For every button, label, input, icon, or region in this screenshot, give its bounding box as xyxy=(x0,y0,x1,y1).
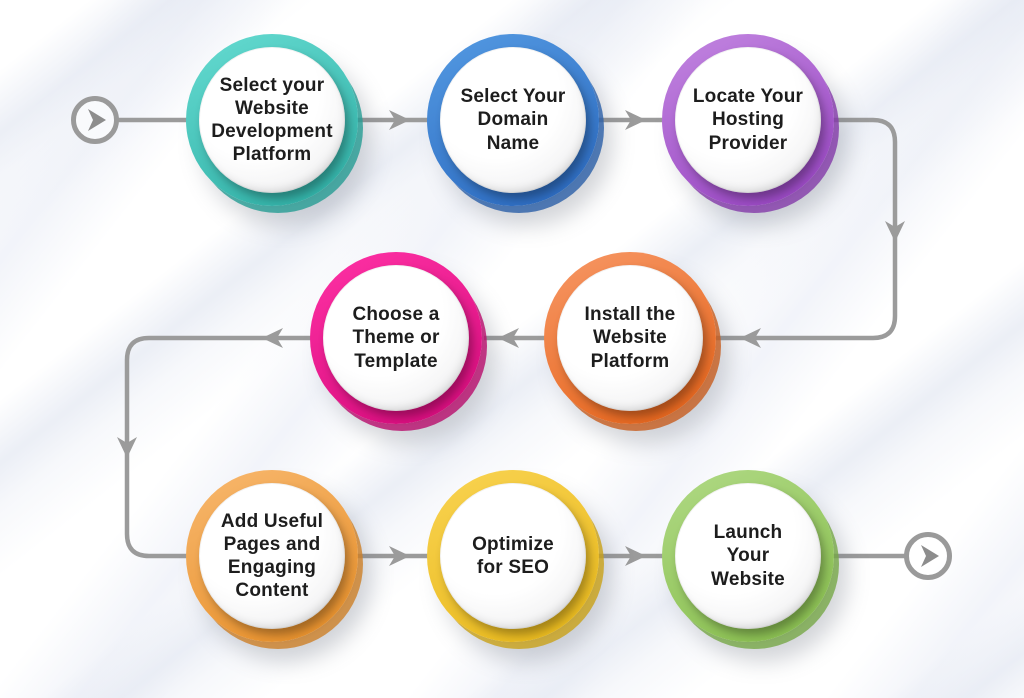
step-3-locate-hosting: Locate Your Hosting Provider xyxy=(662,34,834,206)
start-terminal xyxy=(71,96,119,144)
step-2-select-domain: Select Your Domain Name xyxy=(427,34,599,206)
step-circle: Add Useful Pages and Engaging Content xyxy=(199,483,345,629)
step-circle: Install the Website Platform xyxy=(557,265,703,411)
arrowhead-right-icon xyxy=(389,546,410,566)
step-label: Optimize for SEO xyxy=(472,533,554,578)
step-circle: Launch Your Website xyxy=(675,483,821,629)
step-label: Launch Your Website xyxy=(711,522,785,590)
step-7-optimize-seo: Optimize for SEO xyxy=(427,470,599,642)
step-label: Select your Website Development Platform xyxy=(211,74,333,166)
arrowhead-down-icon xyxy=(885,221,905,242)
step-1-select-platform: Select your Website Development Platform xyxy=(186,34,358,206)
step-label: Locate Your Hosting Provider xyxy=(692,86,804,154)
step-circle: Optimize for SEO xyxy=(440,483,586,629)
end-terminal xyxy=(904,532,952,580)
arrowhead-left-icon xyxy=(498,328,519,348)
step-circle: Choose a Theme or Template xyxy=(323,265,469,411)
arrowhead-left-icon xyxy=(262,328,283,348)
step-label: Add Useful Pages and Engaging Content xyxy=(220,510,324,602)
arrowhead-down-icon xyxy=(117,437,137,458)
step-label: Choose a Theme or Template xyxy=(352,304,440,372)
arrowhead-left-icon xyxy=(740,328,761,348)
play-icon xyxy=(921,545,939,567)
arrowhead-right-icon xyxy=(389,110,410,130)
step-8-launch-website: Launch Your Website xyxy=(662,470,834,642)
step-5-choose-theme: Choose a Theme or Template xyxy=(310,252,482,424)
step-4-install-platform: Install the Website Platform xyxy=(544,252,716,424)
step-label: Select Your Domain Name xyxy=(460,86,566,154)
step-6-add-pages-content: Add Useful Pages and Engaging Content xyxy=(186,470,358,642)
arrowhead-right-icon xyxy=(625,110,646,130)
step-circle: Select Your Domain Name xyxy=(440,47,586,193)
step-label: Install the Website Platform xyxy=(584,304,676,372)
step-circle: Locate Your Hosting Provider xyxy=(675,47,821,193)
step-circle: Select your Website Development Platform xyxy=(199,47,345,193)
arrowhead-right-icon xyxy=(625,546,646,566)
play-icon xyxy=(88,109,106,131)
